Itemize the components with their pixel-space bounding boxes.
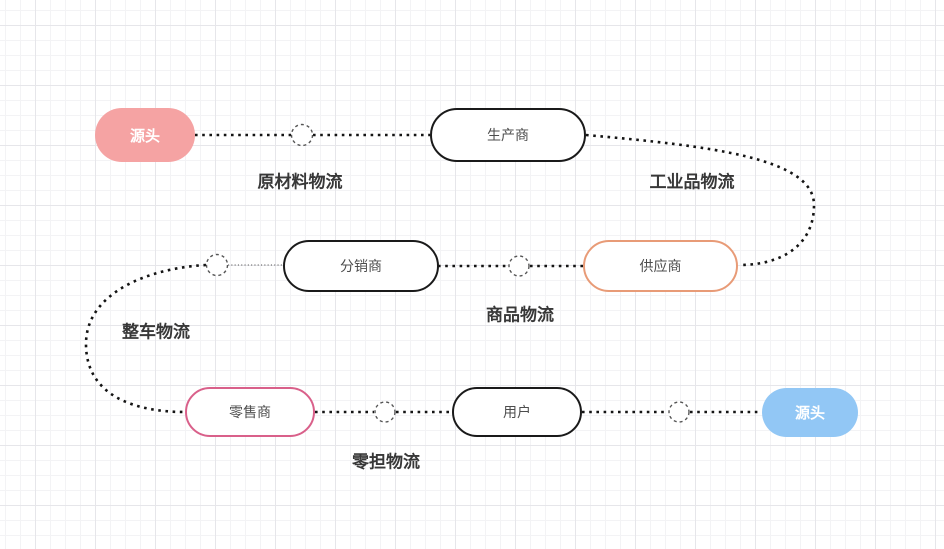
edge-distributor-to-retailer-curve[interactable] xyxy=(84,263,207,414)
node-user[interactable]: 用户 xyxy=(452,387,582,437)
node-retailer-label: 零售商 xyxy=(229,404,271,420)
node-producer[interactable]: 生产商 xyxy=(430,108,586,162)
junction-circle-top[interactable] xyxy=(290,123,314,147)
junction-circle-mid-right[interactable] xyxy=(508,255,530,277)
node-distributor[interactable]: 分销商 xyxy=(283,240,439,292)
junction-circle-bottom-left[interactable] xyxy=(374,401,396,423)
edge-label-industrial-goods[interactable]: 工业品物流 xyxy=(649,172,735,192)
edge-producer-to-supplier-curve[interactable] xyxy=(585,133,816,267)
edge-label-full-truckload[interactable]: 整车物流 xyxy=(122,322,190,342)
node-retailer[interactable]: 零售商 xyxy=(185,387,315,437)
node-source-bottom-label: 源头 xyxy=(794,405,825,422)
node-supplier-label: 供应商 xyxy=(639,258,682,274)
node-distributor-label: 分销商 xyxy=(340,258,382,274)
node-source-top[interactable]: 源头 xyxy=(95,108,195,162)
node-source-top-label: 源头 xyxy=(129,127,160,145)
node-producer-label: 生产商 xyxy=(487,127,529,143)
edge-label-commodity[interactable]: 商品物流 xyxy=(486,305,554,325)
junction-circle-bottom-right[interactable] xyxy=(668,401,690,423)
node-source-bottom[interactable]: 源头 xyxy=(762,388,858,437)
node-user-label: 用户 xyxy=(503,404,531,420)
junction-circle-mid-left[interactable] xyxy=(205,253,229,277)
edge-label-less-than-truckload[interactable]: 零担物流 xyxy=(352,452,420,472)
edge-label-raw-materials[interactable]: 原材料物流 xyxy=(257,172,343,192)
node-supplier[interactable]: 供应商 xyxy=(583,240,738,292)
